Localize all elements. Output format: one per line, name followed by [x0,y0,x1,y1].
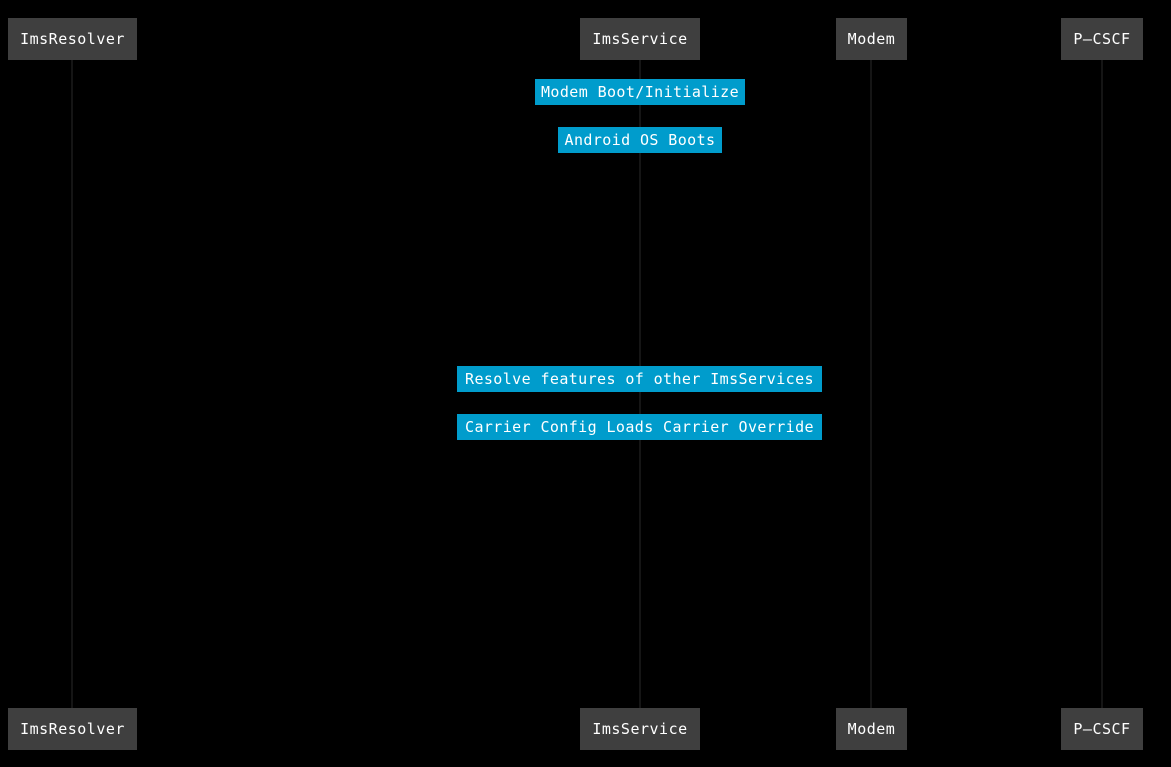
note-resolve-features-of-other-imsservices[interactable]: Resolve features of other ImsServices [457,366,822,392]
participant-header-modem[interactable]: Modem [836,18,907,60]
note-modem-boot-initialize[interactable]: Modem Boot/Initialize [535,79,745,105]
participant-label-modem: Modem [847,30,896,48]
participant-footer-ims-service[interactable]: ImsService [580,708,700,750]
lifeline-ims-resolver [71,60,73,708]
note-carrier-config-loads-carrier-override[interactable]: Carrier Config Loads Carrier Override [457,414,822,440]
lifeline-p-cscf [1101,60,1103,708]
participant-footer-p-cscf[interactable]: P–CSCF [1061,708,1143,750]
note-android-os-boots[interactable]: Android OS Boots [558,127,722,153]
participant-footer-ims-resolver[interactable]: ImsResolver [8,708,137,750]
participant-header-ims-service[interactable]: ImsService [580,18,700,60]
note-label-carrier-config: Carrier Config Loads Carrier Override [465,418,814,436]
participant-footer-label-p-cscf: P–CSCF [1073,720,1131,738]
participant-label-p-cscf: P–CSCF [1073,30,1131,48]
note-label-modem-boot-initialize: Modem Boot/Initialize [540,83,740,101]
participant-header-p-cscf[interactable]: P–CSCF [1061,18,1143,60]
participant-footer-label-ims-resolver: ImsResolver [20,720,125,738]
participant-footer-label-ims-service: ImsService [592,720,688,738]
note-label-resolve-features: Resolve features of other ImsServices [465,370,814,388]
note-label-android-os-boots: Android OS Boots [564,131,716,149]
participant-footer-label-modem: Modem [847,720,896,738]
participant-label-ims-service: ImsService [592,30,688,48]
participant-header-ims-resolver[interactable]: ImsResolver [8,18,137,60]
lifeline-modem [870,60,872,708]
participant-footer-modem[interactable]: Modem [836,708,907,750]
participant-label-ims-resolver: ImsResolver [20,30,125,48]
